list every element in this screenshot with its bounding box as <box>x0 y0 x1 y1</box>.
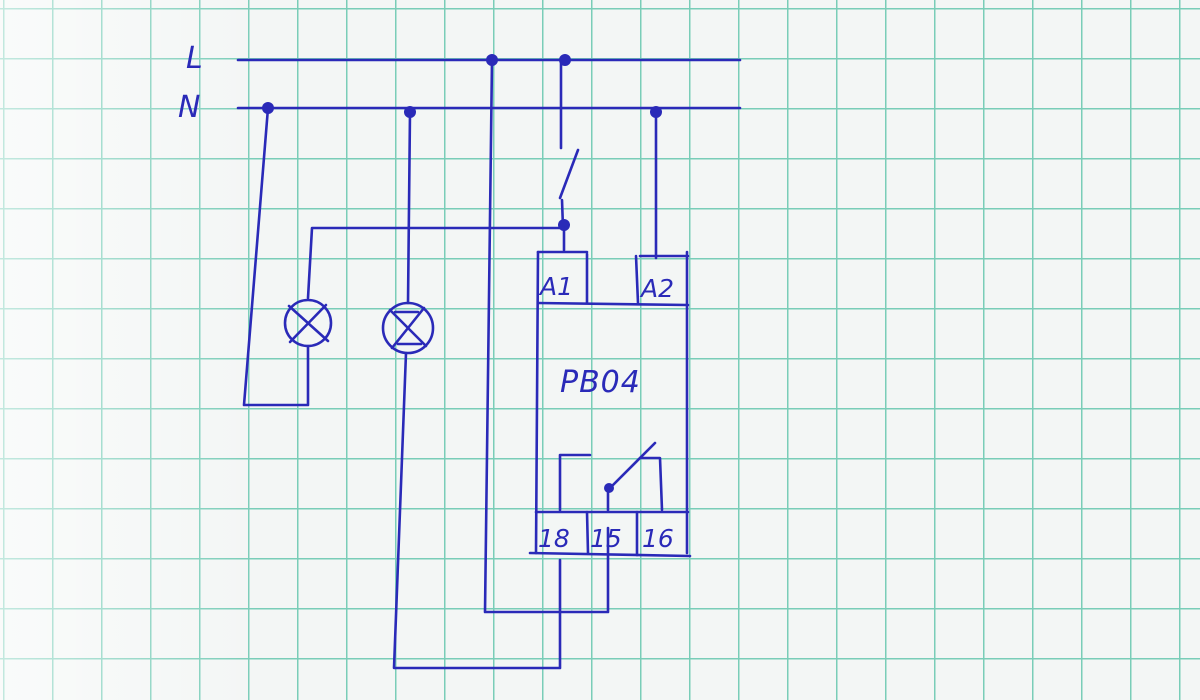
wire-L-to-15 <box>483 58 610 614</box>
wire-N-to-lamp-2 <box>406 110 412 305</box>
relay-pb04 <box>528 250 692 558</box>
terminal-A1: A1 <box>538 272 573 301</box>
switch <box>558 60 580 230</box>
label-L: L <box>186 41 203 76</box>
lamp-1-icon <box>283 298 333 348</box>
label-N: N <box>178 90 200 125</box>
contact-18-path <box>558 453 592 512</box>
terminal-15: 15 <box>590 524 622 553</box>
terminal-16: 16 <box>642 524 674 553</box>
wire-lamp-1-to-N <box>242 106 310 407</box>
contact-16-path <box>638 456 664 512</box>
contact-lever <box>608 441 657 490</box>
relay-name: PB04 <box>560 365 641 400</box>
wire-lamp-2-to-18 <box>392 351 562 670</box>
lamp-2-icon <box>381 301 435 355</box>
terminal-18: 18 <box>538 524 570 553</box>
wire-A1-to-lamp-1 <box>306 226 565 300</box>
junction-dot <box>604 483 614 493</box>
terminal-A2: A2 <box>639 274 674 303</box>
